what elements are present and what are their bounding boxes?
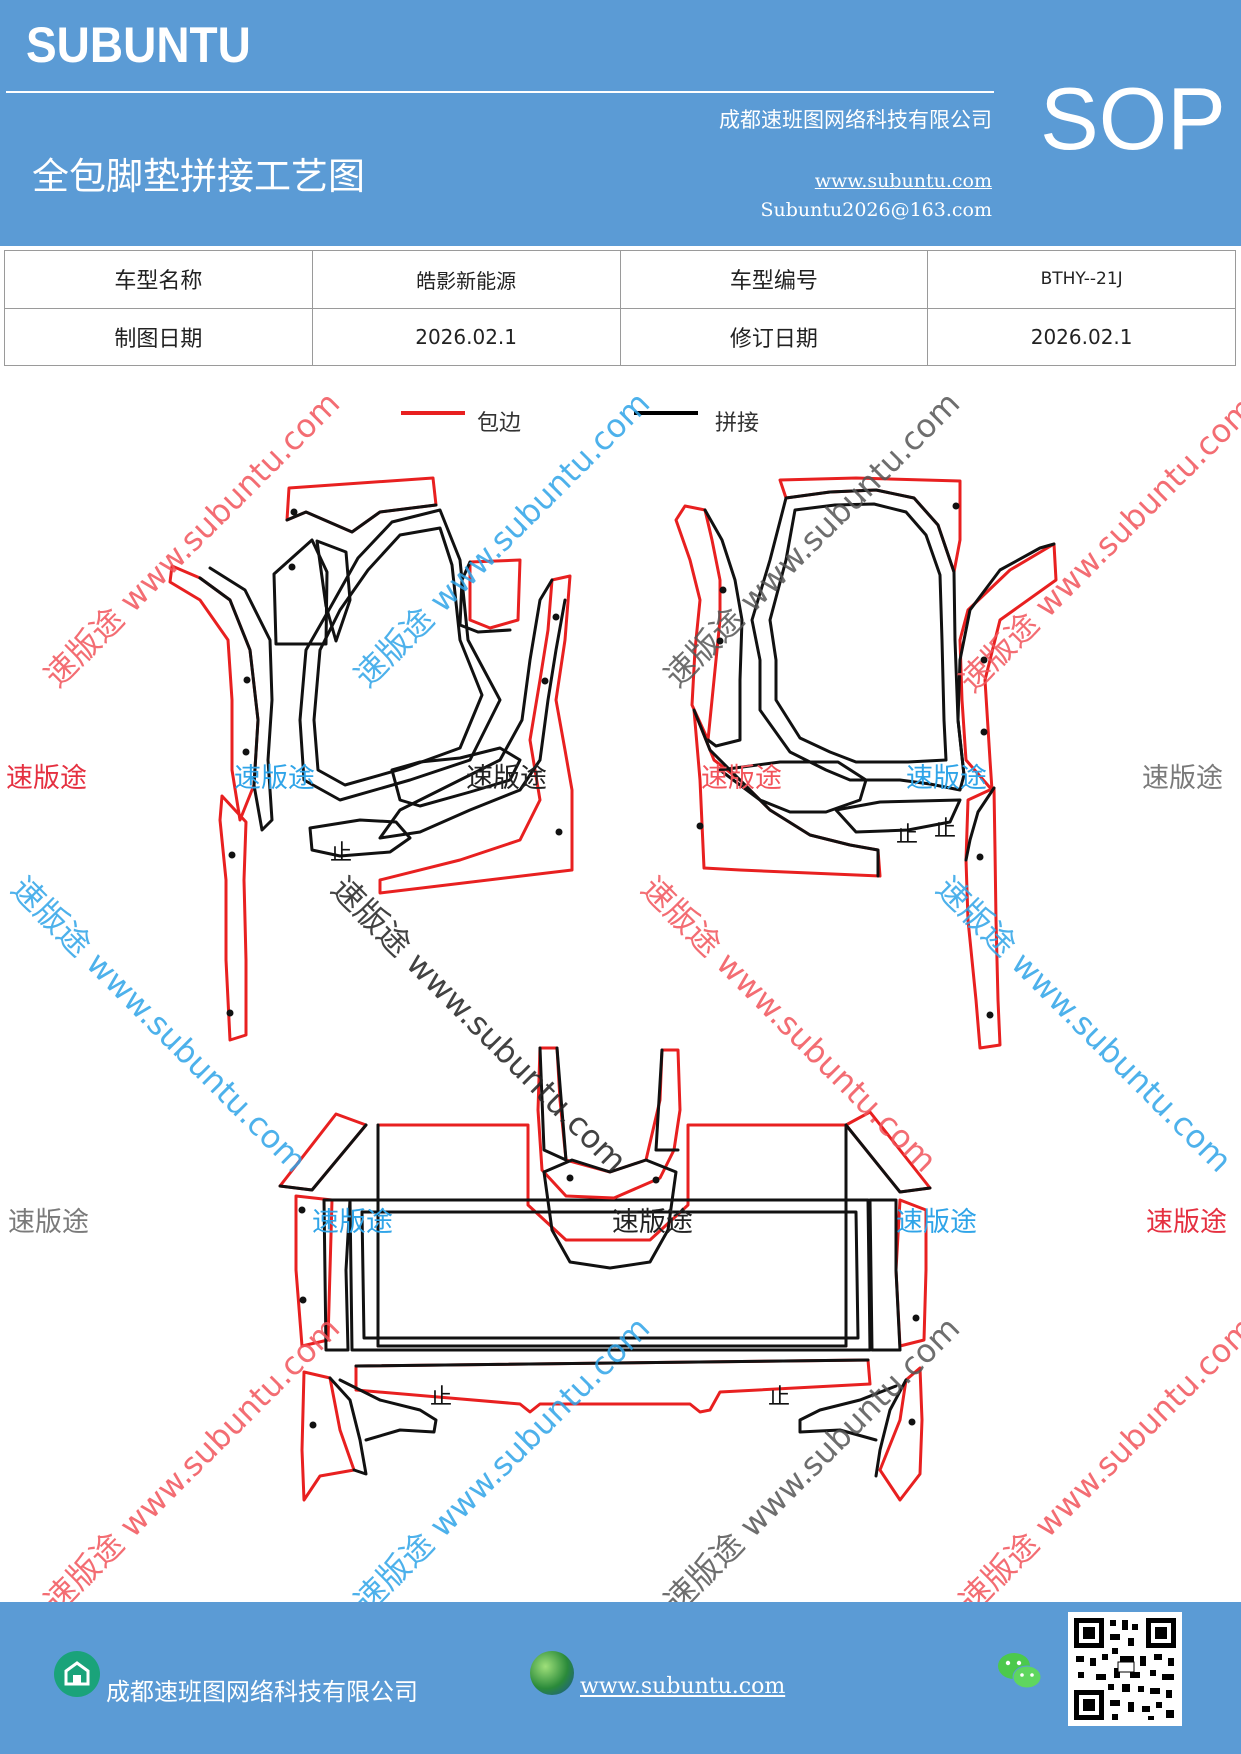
legend-edge-swatch <box>401 411 465 415</box>
value-model-code: BTHY--21J <box>927 250 1236 309</box>
table-row: 车型名称 皓影新能源 车型编号 BTHY--21J <box>4 250 1236 309</box>
brand-logo: SUBUNTU <box>26 17 251 73</box>
watermark-brand: 速版途 <box>1146 1207 1227 1238</box>
mat-piece-heel-pad-inner <box>315 539 352 643</box>
header-company: 成都速班图网络科技有限公司 <box>719 108 992 132</box>
mat-piece-right-foot-wing <box>878 1366 924 1502</box>
label-model-name: 车型名称 <box>4 250 313 309</box>
fastener-holes <box>226 508 563 1017</box>
front-right-mat-set <box>674 476 1058 1050</box>
mat-piece-left-lower-seam <box>692 708 880 878</box>
footer-company: 成都速班图网络科技有限公司 <box>106 1678 418 1706</box>
mat-piece-left-wing-seam <box>198 566 274 832</box>
mat-piece-right-tall-seam <box>378 578 567 840</box>
qr-code <box>1068 1612 1182 1726</box>
front-left-mat-set <box>168 476 574 1042</box>
mat-piece-tunnel-seam <box>538 1046 680 1162</box>
mat-piece-right-tall <box>378 574 574 895</box>
vehicle-info-table: 车型名称 皓影新能源 车型编号 BTHY--21J 制图日期 2026.02.1… <box>4 250 1236 366</box>
label-draw-date: 制图日期 <box>4 307 313 366</box>
label-revise-date: 修订日期 <box>619 307 929 366</box>
floor-mat-diagram: 止 止 止 止 止 <box>168 476 1058 1502</box>
mat-piece-main-floor <box>750 488 966 792</box>
mat-piece-right-foot-wing-seam <box>798 1378 908 1478</box>
sop-badge: SOP <box>1040 69 1226 168</box>
mat-piece-tunnel-cover <box>542 1158 678 1270</box>
watermark-brand: 速版途 <box>466 763 547 794</box>
wechat-icon[interactable] <box>996 1650 1044 1694</box>
globe-icon <box>530 1651 574 1695</box>
value-revise-date: 2026.02.1 <box>927 307 1236 366</box>
mat-piece-right-wing-seam <box>956 542 1056 777</box>
label-model-code: 车型编号 <box>619 250 929 309</box>
mat-piece-main-floor-inner <box>312 526 484 787</box>
header-email: Subuntu2026@163.com <box>760 199 992 221</box>
mat-piece-right-strip-seam <box>964 786 996 862</box>
fastener-holes <box>298 1174 920 1429</box>
stop-mark: 止 <box>330 841 352 866</box>
watermark-brand: 速版途 <box>906 763 987 794</box>
mat-piece-left-foot-wing <box>300 1370 356 1502</box>
stop-mark: 止 <box>430 1385 452 1410</box>
legend-edge-label: 包边 <box>477 411 522 436</box>
mat-piece-rear-main-seam <box>376 1123 848 1348</box>
legend-seam-swatch <box>634 411 698 415</box>
stop-mark: 止 <box>768 1385 790 1410</box>
page-header <box>0 0 1241 246</box>
mat-piece-rear-bottom <box>354 1358 872 1414</box>
mat-piece-top-strip-seam <box>285 503 438 534</box>
stop-mark: 止 <box>934 817 956 842</box>
stop-mark: 止 <box>896 823 918 848</box>
mat-piece-lower-wedge <box>308 818 412 858</box>
rear-mat-set <box>278 1046 932 1502</box>
watermark-brand: 速版途 <box>234 763 315 794</box>
mat-piece-right-side-strip-2 <box>868 1198 902 1352</box>
header-website-link[interactable]: www.subuntu.com <box>814 170 992 192</box>
watermark-brand: 速版途 <box>8 1207 89 1238</box>
mat-piece-left-strip <box>218 794 248 1042</box>
mat-piece-rear-main-inner <box>348 1198 872 1352</box>
mat-piece-footrest <box>468 558 522 630</box>
mat-piece-left-wing-seam <box>703 508 744 748</box>
mat-piece-left-corner-seam <box>278 1123 368 1192</box>
mat-piece-right-corner-seam <box>844 1123 932 1194</box>
watermark-brand: 速版途 <box>6 763 87 794</box>
company-icon <box>54 1651 100 1697</box>
watermark-brand: 速版途 <box>612 1207 693 1238</box>
watermark-brand: 速版途 <box>312 1207 393 1238</box>
mat-piece-center-connector <box>390 746 522 808</box>
watermark-brand: 速版途 <box>896 1207 977 1238</box>
table-row: 制图日期 2026.02.1 修订日期 2026.02.1 <box>4 307 1236 366</box>
value-draw-date: 2026.02.1 <box>311 307 621 366</box>
mat-piece-lower-wedge <box>834 798 962 834</box>
mat-piece-left-side-strip-2 <box>322 1198 352 1352</box>
page-title: 全包脚垫拼接工艺图 <box>32 155 365 198</box>
mat-piece-left-foot-wing-seam <box>328 1376 438 1476</box>
value-model-name: 皓影新能源 <box>311 250 621 309</box>
mat-piece-footrest-seam <box>458 560 512 634</box>
mat-piece-main-floor-inner <box>768 502 948 764</box>
fastener-holes <box>696 502 994 1019</box>
mat-piece-rear-bottom-seam <box>354 1358 870 1368</box>
watermark-brand: 速版途 <box>701 763 782 794</box>
mat-piece-right-strip <box>964 786 1002 1050</box>
mat-piece-center-wedge <box>718 760 868 814</box>
watermark-brand: 速版途 <box>1142 763 1223 794</box>
header-divider <box>6 91 994 93</box>
mat-piece-rear-main-inner-2 <box>360 1210 860 1340</box>
mat-piece-main-floor <box>298 508 502 802</box>
footer-website-link[interactable]: www.subuntu.com <box>580 1674 786 1699</box>
legend-seam-label: 拼接 <box>715 411 760 436</box>
